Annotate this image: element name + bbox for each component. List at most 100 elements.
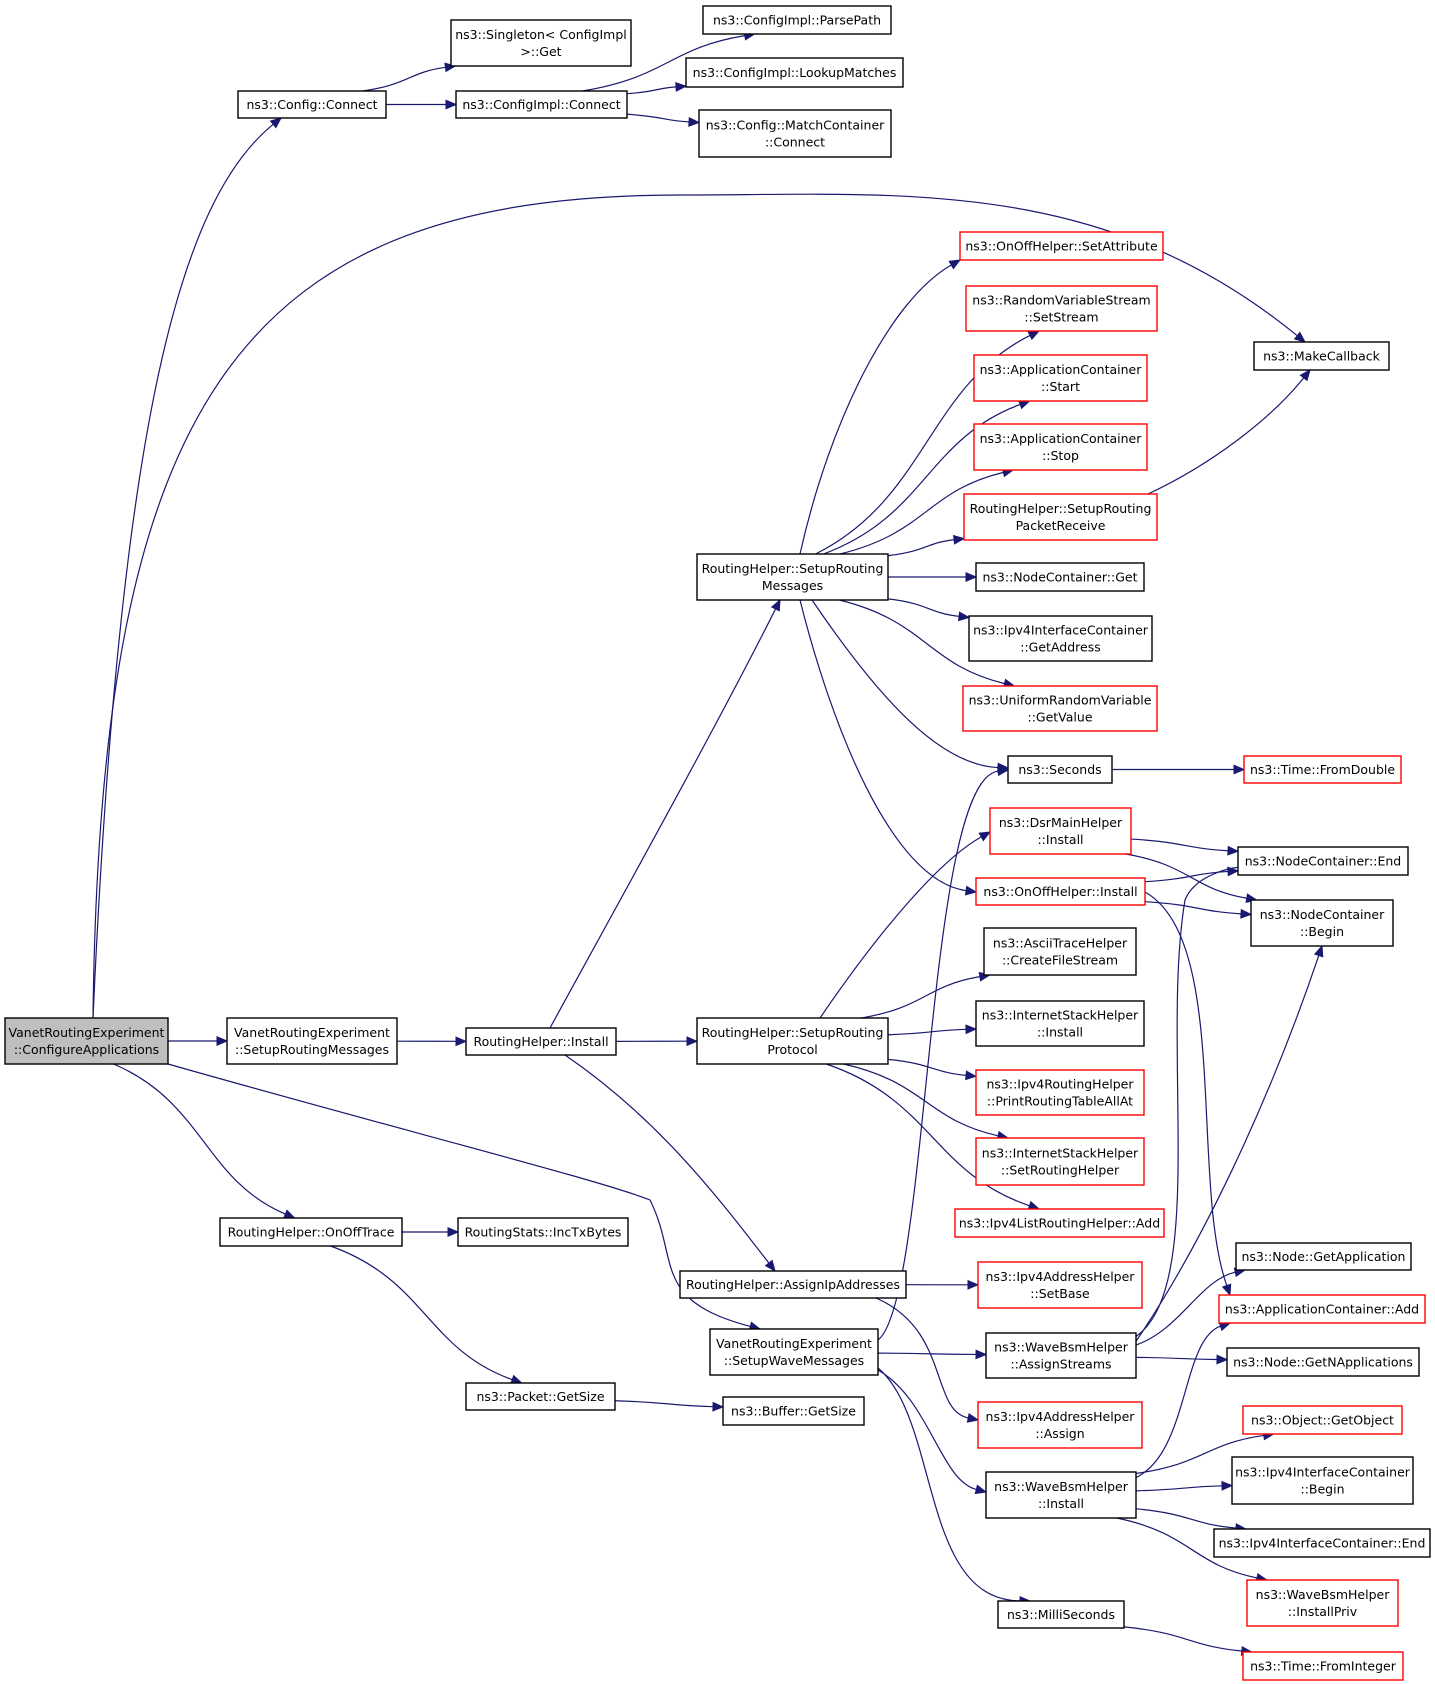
node-ascii_create[interactable]: ns3::AsciiTraceHelper::CreateFileStream [983, 927, 1137, 976]
edge-line [1144, 891, 1228, 1286]
node-matchcontainer[interactable]: ns3::Config::MatchContainer::Connect [698, 109, 892, 158]
edge-rh_onofftrace-to-packet_getsize [330, 1245, 523, 1385]
node-wbsm_assign[interactable]: ns3::WaveBsmHelper::AssignStreams [985, 1332, 1137, 1379]
node-ipv4ic_end[interactable]: ns3::Ipv4InterfaceContainer::End [1213, 1528, 1431, 1558]
node-label: RoutingHelper::AssignIpAddresses [686, 1277, 900, 1292]
arrowhead [1293, 331, 1307, 343]
edge-line [823, 403, 1021, 555]
edge-cfg_connect-to-singleton_get [362, 62, 457, 92]
node-wbsm_installpriv[interactable]: ns3::WaveBsmHelper::InstallPriv [1246, 1579, 1399, 1627]
node-nc_end[interactable]: ns3::NodeContainer::End [1237, 846, 1409, 876]
edge-wbsm_install-to-ipv4ic_begin [1135, 1480, 1234, 1492]
node-onoff_setattr[interactable]: ns3::OnOffHelper::SetAttribute [959, 231, 1164, 261]
node-seconds[interactable]: ns3::Seconds [1007, 755, 1113, 784]
arrowhead [975, 1349, 988, 1360]
edge-line [1129, 955, 1320, 1351]
node-appc_add[interactable]: ns3::ApplicationContainer::Add [1218, 1294, 1426, 1324]
node-packet_getsize[interactable]: ns3::Packet::GetSize [465, 1382, 616, 1411]
node-lookupmatches[interactable]: ns3::ConfigImpl::LookupMatches [685, 57, 904, 88]
node-label: ::CreateFileStream [1002, 953, 1118, 968]
node-ipv4list_add[interactable]: ns3::Ipv4ListRoutingHelper::Add [954, 1208, 1165, 1238]
edge-root-to-makecallback [92, 193, 1307, 1019]
node-urv_getvalue[interactable]: ns3::UniformRandomVariable::GetValue [962, 685, 1158, 732]
edge-rh_setup_proto-to-ish_install [887, 1024, 978, 1036]
node-label: RoutingStats::IncTxBytes [465, 1225, 622, 1240]
edge-cfgimpl_connect-to-matchcontainer [626, 113, 701, 127]
node-rs_inctx[interactable]: RoutingStats::IncTxBytes [457, 1217, 629, 1247]
node-box [959, 231, 1164, 261]
arrowhead [1240, 908, 1253, 919]
node-nc_begin[interactable]: ns3::NodeContainer::Begin [1250, 899, 1394, 947]
edge-line [564, 1054, 770, 1264]
edge-rh_setup_recv-to-makecallback [1147, 368, 1311, 495]
node-ipv4ah_assign[interactable]: ns3::Ipv4AddressHelper::Assign [977, 1401, 1143, 1449]
node-label: ns3::Ipv4InterfaceContainer::End [1219, 1536, 1426, 1551]
node-ish_setrouting[interactable]: ns3::InternetStackHelper::SetRoutingHelp… [975, 1137, 1145, 1186]
node-label: ns3::ConfigImpl::LookupMatches [693, 65, 897, 80]
node-rh_assignip[interactable]: RoutingHelper::AssignIpAddresses [679, 1270, 907, 1299]
node-label: ::Start [1041, 379, 1080, 394]
edge-milliseconds-to-time_frominteger [1123, 1626, 1254, 1656]
edge-line [1129, 1325, 1221, 1481]
node-label: ::SetStream [1024, 310, 1098, 325]
node-nc_get[interactable]: ns3::NodeContainer::Get [975, 562, 1145, 592]
node-label: ::InstallPriv [1288, 1604, 1358, 1619]
node-appc_start[interactable]: ns3::ApplicationContainer::Start [973, 354, 1148, 402]
node-box [1242, 1405, 1403, 1435]
arrowhead [978, 831, 992, 842]
node-label: ns3::Ipv4AddressHelper [986, 1269, 1136, 1284]
node-label: ns3::DsrMainHelper [999, 815, 1123, 830]
node-dsr_install[interactable]: ns3::DsrMainHelper::Install [989, 807, 1132, 855]
arrowhead [965, 572, 978, 582]
node-cfg_connect[interactable]: ns3::Config::Connect [237, 90, 387, 119]
node-label: ns3::Seconds [1018, 762, 1101, 777]
node-label: ns3::Config::Connect [246, 97, 377, 112]
node-node_getapp[interactable]: ns3::Node::GetApplication [1235, 1242, 1412, 1271]
node-singleton_get[interactable]: ns3::Singleton< ConfigImpl>::Get [450, 19, 632, 67]
node-vre_setup_msgs[interactable]: VanetRoutingExperiment::SetupRoutingMess… [226, 1017, 398, 1065]
node-root[interactable]: VanetRoutingExperiment::ConfigureApplica… [4, 1017, 169, 1065]
node-label: ns3::MilliSeconds [1007, 1607, 1115, 1622]
node-parsepath[interactable]: ns3::ConfigImpl::ParsePath [702, 5, 892, 35]
node-buffer_getsize[interactable]: ns3::Buffer::GetSize [722, 1396, 865, 1426]
node-object_getobject[interactable]: ns3::Object::GetObject [1242, 1405, 1403, 1435]
edge-line [887, 1028, 967, 1036]
node-rh_install[interactable]: RoutingHelper::Install [465, 1027, 617, 1056]
edge-cfg_connect-to-cfgimpl_connect [386, 99, 458, 110]
node-wbsm_install[interactable]: ns3::WaveBsmHelper::Install [985, 1471, 1137, 1519]
node-appc_stop[interactable]: ns3::ApplicationContainer::Stop [973, 423, 1148, 471]
edge-line [799, 599, 967, 892]
node-label: ns3::OnOffHelper::SetAttribute [965, 239, 1158, 254]
node-makecallback[interactable]: ns3::MakeCallback [1253, 341, 1390, 371]
node-ipv4rh_print[interactable]: ns3::Ipv4RoutingHelper::PrintRoutingTabl… [975, 1069, 1145, 1116]
node-box [989, 807, 1132, 855]
edge-line [1123, 1626, 1242, 1652]
node-box [975, 562, 1145, 592]
node-cfgimpl_connect[interactable]: ns3::ConfigImpl::Connect [455, 90, 628, 119]
node-label: ns3::ApplicationContainer [980, 431, 1143, 446]
edge-line [887, 1058, 967, 1076]
node-time_fromdouble[interactable]: ns3::Time::FromDouble [1243, 755, 1402, 784]
node-node_getn[interactable]: ns3::Node::GetNApplications [1226, 1347, 1420, 1377]
node-rh_onofftrace[interactable]: RoutingHelper::OnOffTrace [219, 1217, 403, 1247]
node-ipv4ic_begin[interactable]: ns3::Ipv4InterfaceContainer::Begin [1231, 1456, 1414, 1505]
node-rvs_setstream[interactable]: ns3::RandomVariableStream::SetStream [965, 285, 1158, 332]
edge-line [1135, 1271, 1236, 1346]
node-rh_setup_msgs[interactable]: RoutingHelper::SetupRoutingMessages [696, 553, 889, 601]
edge-line [819, 836, 982, 1019]
node-ipv4ah_setbase[interactable]: ns3::Ipv4AddressHelper::SetBase [977, 1261, 1143, 1309]
node-time_frominteger[interactable]: ns3::Time::FromInteger [1242, 1651, 1404, 1681]
node-vre_setup_wave[interactable]: VanetRoutingExperiment::SetupWaveMessage… [709, 1328, 879, 1376]
node-ipv4ic_getaddr[interactable]: ns3::Ipv4InterfaceContainer::GetAddress [968, 615, 1153, 662]
node-milliseconds[interactable]: ns3::MilliSeconds [997, 1600, 1125, 1629]
edge-line [92, 123, 274, 1019]
node-onoff_install[interactable]: ns3::OnOffHelper::Install [975, 877, 1146, 906]
node-ish_install[interactable]: ns3::InternetStackHelper::Install [975, 1000, 1145, 1047]
node-label: >::Get [520, 44, 561, 59]
node-label: ns3::Time::FromDouble [1250, 762, 1395, 777]
edge-root-to-vre_setup_wave [167, 1063, 762, 1332]
node-box [973, 423, 1148, 471]
node-label: ns3::Ipv4AddressHelper [986, 1409, 1136, 1424]
